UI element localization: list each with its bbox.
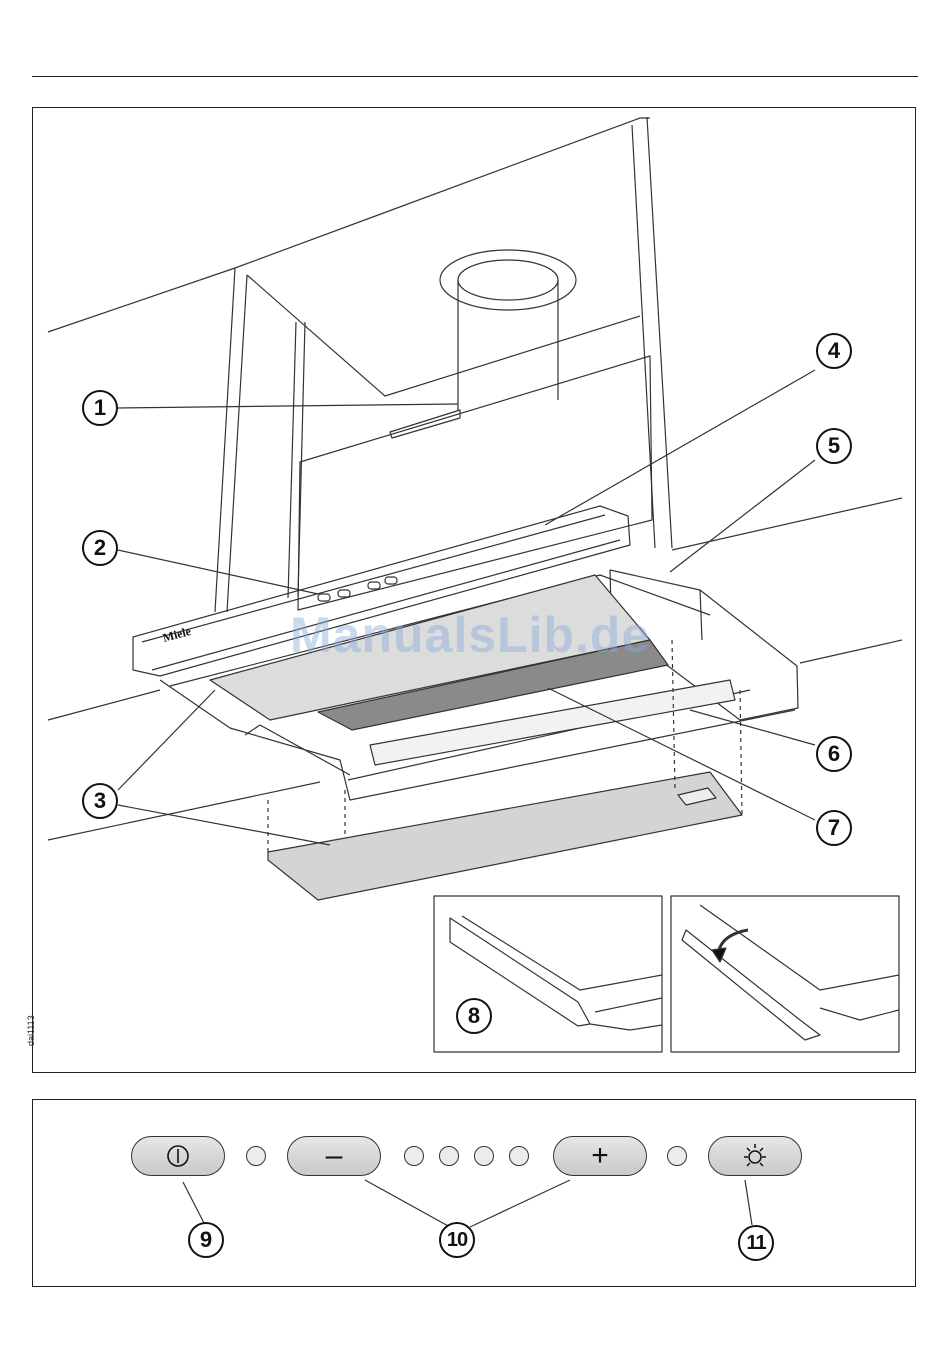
power-icon	[165, 1143, 191, 1169]
brand-logo: Miele	[161, 624, 193, 645]
callout-8: 8	[456, 998, 492, 1034]
fan-level-lamp-1	[404, 1146, 424, 1166]
indicator-lamp	[667, 1146, 687, 1166]
callout-5: 5	[816, 428, 852, 464]
power-button[interactable]	[131, 1136, 225, 1176]
callout-7: 7	[816, 810, 852, 846]
callout-6: 6	[816, 736, 852, 772]
callout-10: 10	[439, 1222, 475, 1258]
fan-level-lamp-2	[439, 1146, 459, 1166]
fan-level-lamp-4	[509, 1146, 529, 1166]
watermark: ManualsLib.de	[290, 606, 650, 664]
callout-4: 4	[816, 333, 852, 369]
callout-9: 9	[188, 1222, 224, 1258]
light-bulb-icon	[740, 1142, 770, 1170]
callout-11: 11	[738, 1225, 774, 1261]
fan-minus-button[interactable]: –	[287, 1136, 381, 1176]
callout-3: 3	[82, 783, 118, 819]
light-button[interactable]	[708, 1136, 802, 1176]
indicator-lamp	[246, 1146, 266, 1166]
figure-code: dai1113	[26, 1015, 36, 1046]
fan-plus-button[interactable]: +	[553, 1136, 647, 1176]
callout-1: 1	[82, 390, 118, 426]
fan-level-lamp-3	[474, 1146, 494, 1166]
callout-2: 2	[82, 530, 118, 566]
